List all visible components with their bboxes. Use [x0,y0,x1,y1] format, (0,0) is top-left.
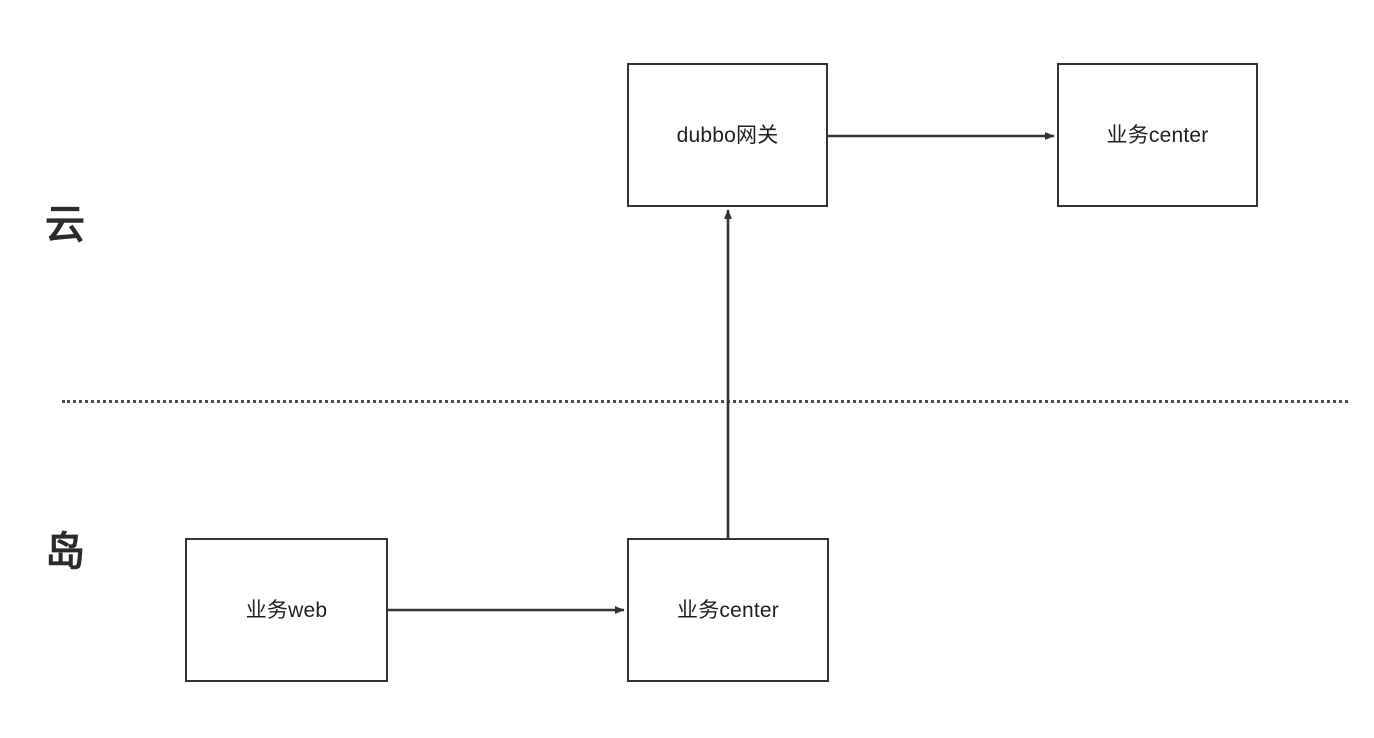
node-label-business-web: 业务web [245,598,328,622]
node-business-web[interactable]: 业务web [185,538,388,682]
zone-label-island: 岛 [45,530,85,574]
node-cloud-business-center[interactable]: 业务center [1057,63,1258,207]
node-label-dubbo-gateway: dubbo网关 [676,123,779,147]
node-dubbo-gateway[interactable]: dubbo网关 [627,63,828,207]
zone-divider-dotted-line [62,400,1348,403]
zone-label-cloud: 云 [45,203,85,247]
node-island-business-center[interactable]: 业务center [627,538,829,682]
node-label-island-business-center: 业务center [677,598,779,622]
node-label-cloud-business-center: 业务center [1106,123,1209,147]
